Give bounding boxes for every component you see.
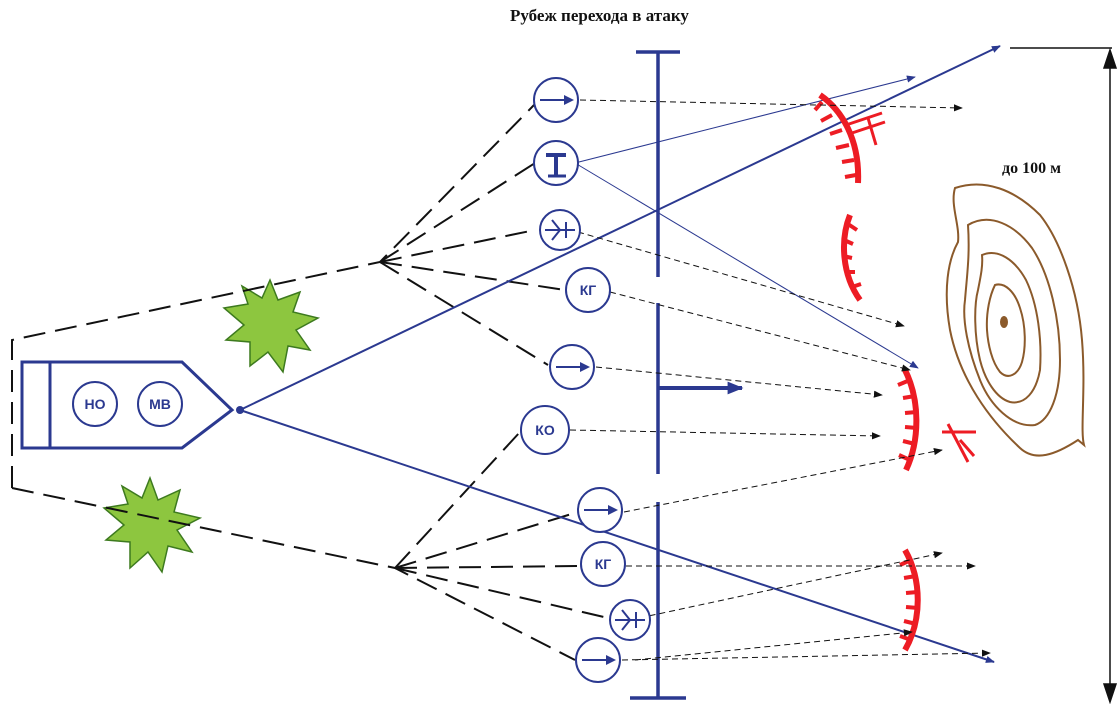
rifleman-icon xyxy=(577,487,623,533)
sector-lines xyxy=(236,45,1001,663)
hill-icon xyxy=(945,183,1086,457)
enemy-tank-icon xyxy=(845,111,886,146)
trench-icon xyxy=(841,213,863,302)
distance-label: до 100 м xyxy=(1002,160,1061,177)
rifleman-icon xyxy=(549,344,595,390)
vehicle-label-no: НО xyxy=(72,381,118,427)
unit-kg-lower: КГ xyxy=(580,541,626,587)
diagram-title: Рубеж перехода в атаку xyxy=(510,6,689,25)
attack-line xyxy=(630,50,744,700)
svg-text:КГ: КГ xyxy=(595,556,612,572)
observation-lines xyxy=(11,104,609,661)
rifleman-icon xyxy=(533,77,579,123)
svg-text:КО: КО xyxy=(535,422,555,438)
tree-icon xyxy=(102,475,203,574)
enemy-machine-gun-icon xyxy=(942,423,976,463)
trench-icon xyxy=(813,92,862,184)
unit-ko: КО xyxy=(520,405,570,455)
svg-text:НО: НО xyxy=(85,396,106,412)
tree-icon xyxy=(222,278,321,374)
svg-text:МВ: МВ xyxy=(149,396,171,412)
machine-gun-icon xyxy=(539,209,581,251)
rifleman-icon xyxy=(575,637,621,683)
trench-icon xyxy=(897,368,920,472)
vehicle-label-mv: МВ xyxy=(137,381,183,427)
unit-kg-upper: КГ xyxy=(565,267,611,313)
fire-arrows xyxy=(569,99,991,661)
machine-gun-icon xyxy=(609,599,651,641)
tank-icon xyxy=(533,140,579,186)
svg-text:КГ: КГ xyxy=(580,282,597,298)
distance-marker xyxy=(1010,47,1118,704)
vehicle xyxy=(20,360,235,450)
trench-icon xyxy=(899,548,921,652)
